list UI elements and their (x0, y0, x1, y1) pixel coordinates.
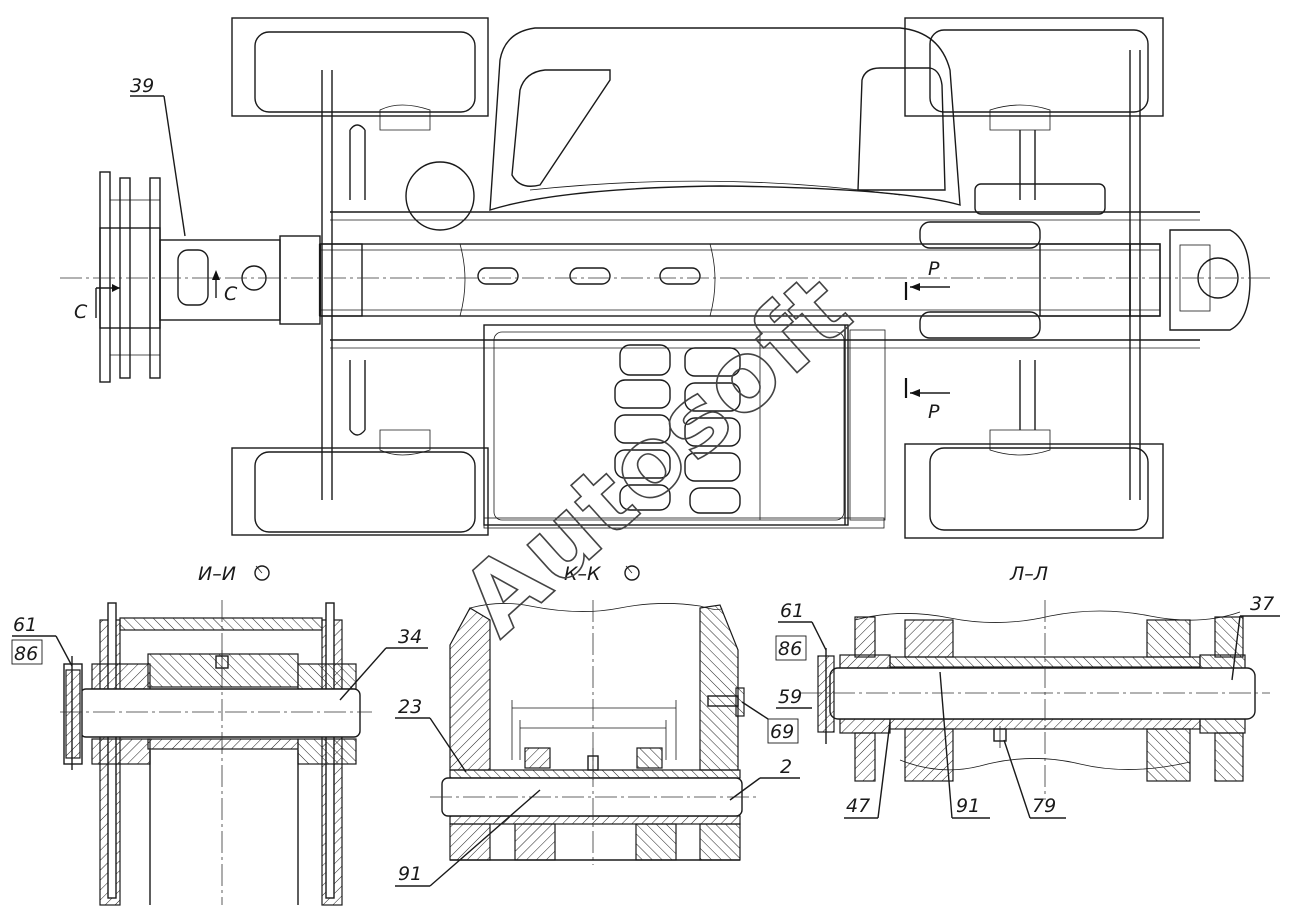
wheel-front-right (231, 447, 489, 536)
section-letter-c: С (74, 301, 88, 323)
svg-text:37: 37 (1250, 593, 1274, 615)
callout-61-right: 61 (778, 600, 827, 651)
section-i-i: И–И 61 (11, 563, 428, 906)
callout-86-right: 86 (775, 635, 807, 661)
section-letter-c: С (224, 283, 238, 305)
callout-39: 39 (130, 75, 186, 237)
front-suspension (349, 104, 431, 456)
wheel-rear-right (904, 443, 1164, 539)
section-mark-p-top: Р (904, 258, 950, 300)
section-l-l: Л–Л 61 (775, 563, 1280, 819)
svg-text:23: 23 (398, 696, 422, 718)
rear-hydraulic (919, 183, 1251, 339)
cab-outline (489, 27, 961, 211)
front-hitch-assembly (99, 171, 321, 383)
wheel-rear-left (904, 17, 1164, 117)
callout-47: 47 (844, 721, 891, 819)
section-mark-p-bottom: Р (904, 378, 950, 423)
svg-text:86: 86 (14, 643, 38, 665)
callout-86-left: 86 (11, 639, 43, 665)
callout-23: 23 (395, 696, 467, 773)
callout-37: 37 (1231, 593, 1280, 681)
svg-text:86: 86 (778, 638, 802, 660)
svg-text:61: 61 (780, 600, 804, 622)
svg-text:91: 91 (398, 863, 422, 885)
svg-text:69: 69 (770, 721, 794, 743)
battery-box (483, 324, 886, 529)
callout-69: 69 (741, 701, 799, 744)
svg-text:91: 91 (956, 795, 980, 817)
section-k-k: К–К (395, 563, 800, 887)
section-mark-c-right: С (212, 270, 238, 305)
section-letter-p: Р (928, 401, 940, 423)
svg-text:59: 59 (778, 686, 802, 708)
svg-text:61: 61 (13, 614, 37, 636)
svg-text:34: 34 (398, 626, 422, 648)
section-title-l-l: Л–Л (1009, 563, 1048, 585)
callout-79: 79 (1003, 739, 1066, 819)
callout-91-l: 91 (939, 671, 990, 819)
fuel-tank (405, 161, 475, 231)
svg-text:79: 79 (1032, 795, 1056, 817)
svg-text:39: 39 (130, 75, 154, 97)
callout-59: 59 (776, 686, 812, 709)
callout-2: 2 (729, 756, 800, 801)
vehicle-plan-view: С С Р Р 39 (60, 17, 1270, 539)
svg-text:47: 47 (846, 795, 870, 817)
svg-text:2: 2 (780, 756, 792, 778)
wheel-front-left (231, 17, 489, 117)
watermark: Autosoft (440, 252, 873, 657)
callout-91-k: 91 (395, 789, 541, 887)
rear-suspension (989, 104, 1051, 456)
section-title-k-k: К–К (564, 563, 602, 585)
section-title-i-i: И–И (198, 563, 236, 585)
section-letter-p: Р (928, 258, 940, 280)
callout-61-left: 61 (12, 614, 73, 667)
section-mark-c-left: С (74, 284, 120, 323)
battery-cells (614, 344, 741, 514)
callout-34: 34 (339, 626, 428, 701)
